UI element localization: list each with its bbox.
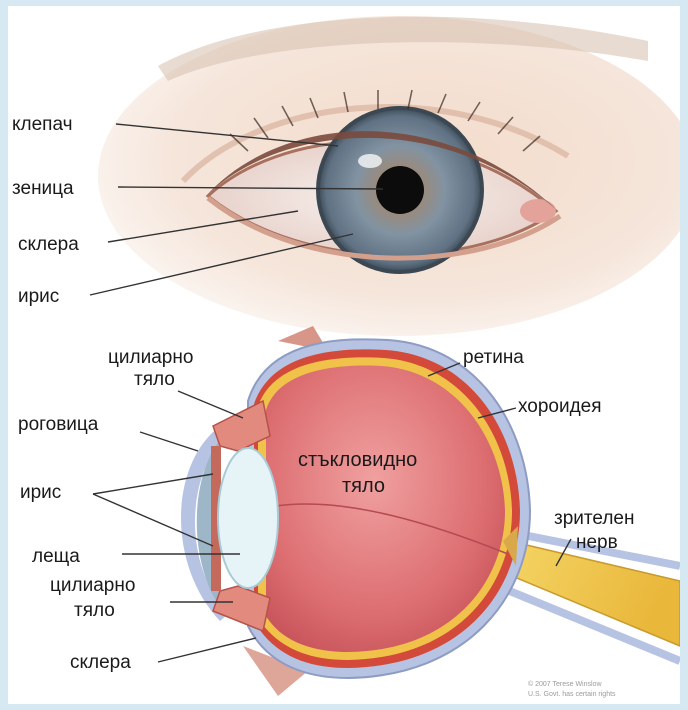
retina-label: ретина — [463, 347, 524, 368]
sclera-label: склера — [18, 234, 79, 255]
vitreous-label-2: тяло — [342, 475, 385, 497]
ciliary-top-leader — [178, 391, 243, 418]
lens-shape — [218, 448, 278, 588]
vitreous-label-1: стъкловидно — [298, 449, 417, 471]
pupil-label: зеница — [12, 178, 74, 199]
ciliary-body-top-label-2: тяло — [134, 369, 175, 390]
cornea-leader — [140, 432, 198, 451]
cornea-label: роговица — [18, 414, 99, 435]
external-eye-illustration — [98, 16, 680, 336]
ciliary-body-top-label-1: цилиарно — [108, 347, 193, 368]
choroid-label: хороидея — [518, 396, 602, 417]
diagram-frame: клепач зеница склера ирис — [8, 6, 680, 704]
pupil-circle — [376, 166, 424, 214]
sclera-section-label: склера — [70, 652, 131, 673]
eye-highlight — [358, 154, 382, 168]
ciliary-body-bottom-label-2: тяло — [74, 600, 115, 621]
optic-nerve-label-1: зрителен — [554, 508, 634, 529]
iris-section-label: ирис — [20, 482, 61, 503]
sclera-bottom-leader — [158, 638, 256, 662]
ciliary-body-bottom-label-1: цилиарно — [50, 575, 135, 596]
iris-label: ирис — [18, 286, 59, 307]
optic-nerve-label-2: нерв — [576, 532, 618, 553]
credit-line-2: U.S. Govt. has certain rights — [528, 691, 616, 698]
eyelid-label: клепач — [12, 114, 73, 135]
eye-anatomy-diagram: клепач зеница склера ирис — [8, 6, 680, 704]
credit-line-1: © 2007 Terese Winslow — [528, 680, 602, 688]
lens-label: леща — [32, 546, 80, 567]
